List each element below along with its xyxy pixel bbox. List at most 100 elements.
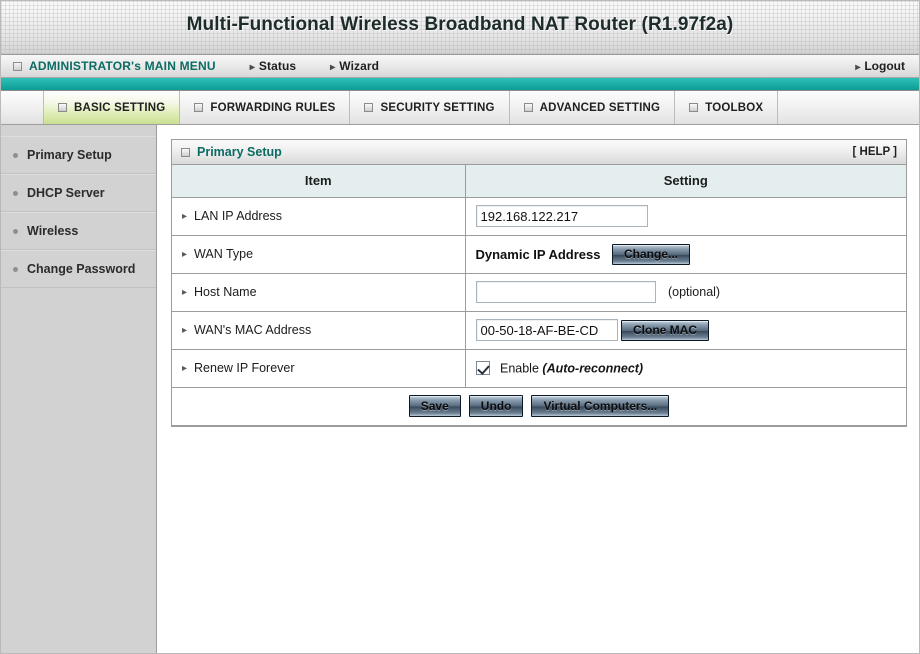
admin-main-menu-label: ADMINISTRATOR's MAIN MENU <box>29 59 216 73</box>
renew-ip-label-wrap: ▸ Renew IP Forever <box>182 361 455 375</box>
chevron-right-icon: ▸ <box>330 62 336 73</box>
menu-item-logout[interactable]: ▸Logout <box>855 59 905 73</box>
panel-square-icon <box>181 147 190 157</box>
sidebar-item-primary-setup[interactable]: Primary Setup <box>1 136 156 174</box>
row-label-cell: ▸ Renew IP Forever <box>172 349 466 388</box>
virtual-computers-button[interactable]: Virtual Computers... <box>531 395 670 417</box>
table-row-wan-type: ▸ WAN Type Dynamic IP Address Change... <box>172 235 906 274</box>
wan-mac-label: WAN's MAC Address <box>194 323 312 337</box>
tab-security-setting-label: SECURITY SETTING <box>380 101 495 114</box>
main-tab-bar: BASIC SETTING FORWARDING RULES SECURITY … <box>1 91 919 125</box>
content-area: Primary Setup [ HELP ] Item Setting <box>157 125 919 653</box>
lan-ip-label: LAN IP Address <box>194 209 283 223</box>
row-setting-cell: Clone MAC <box>465 311 906 350</box>
bullet-icon <box>13 190 18 196</box>
change-wan-type-button[interactable]: Change... <box>611 243 690 265</box>
form-actions: Save Undo Virtual Computers... <box>172 388 906 426</box>
sidebar-item-dhcp-server[interactable]: DHCP Server <box>1 174 156 212</box>
panel-title: Primary Setup <box>197 145 282 159</box>
menu-item-logout-label: Logout <box>864 59 905 73</box>
tab-advanced-setting[interactable]: ADVANCED SETTING <box>509 91 676 124</box>
wan-type-label-wrap: ▸ WAN Type <box>182 247 455 261</box>
primary-setup-panel: Primary Setup [ HELP ] Item Setting <box>171 139 907 427</box>
tab-toolbox-label: TOOLBOX <box>705 101 764 114</box>
table-header-row: Item Setting <box>172 165 906 198</box>
wan-type-value: Dynamic IP Address <box>475 246 601 262</box>
row-setting-cell: Dynamic IP Address Change... <box>465 235 906 274</box>
chevron-right-icon: ▸ <box>249 62 255 73</box>
tab-forwarding-rules[interactable]: FORWARDING RULES <box>180 91 351 124</box>
host-name-label-wrap: ▸ Host Name <box>182 285 455 299</box>
wan-mac-label-wrap: ▸ WAN's MAC Address <box>182 323 455 337</box>
sidebar-item-primary-setup-label: Primary Setup <box>27 148 112 162</box>
chevron-right-icon: ▸ <box>855 62 861 73</box>
bullet-icon <box>13 228 18 234</box>
column-header-item: Item <box>172 165 466 198</box>
app-banner: Multi-Functional Wireless Broadband NAT … <box>1 1 919 55</box>
table-row-renew-ip: ▸ Renew IP Forever Enable (Auto-reconnec… <box>172 349 906 388</box>
triangle-right-icon: ▸ <box>182 324 188 336</box>
save-button[interactable]: Save <box>408 395 461 417</box>
tab-bar-filler <box>778 91 919 124</box>
page-body: Primary Setup DHCP Server Wireless Chang… <box>1 125 919 653</box>
triangle-right-icon: ▸ <box>182 210 188 222</box>
sidebar-item-wireless-label: Wireless <box>27 224 79 238</box>
menu-item-status-label: Status <box>258 59 297 73</box>
row-label-cell: ▸ Host Name <box>172 273 466 312</box>
sidebar-item-change-password[interactable]: Change Password <box>1 250 156 288</box>
tab-toolbox[interactable]: TOOLBOX <box>675 91 779 124</box>
sidebar-item-change-password-label: Change Password <box>27 262 136 276</box>
triangle-right-icon: ▸ <box>182 362 188 374</box>
host-name-label: Host Name <box>194 285 257 299</box>
row-label-cell: ▸ WAN's MAC Address <box>172 311 466 350</box>
sidebar-nav: Primary Setup DHCP Server Wireless Chang… <box>1 125 157 653</box>
tab-square-icon <box>194 103 204 112</box>
tab-basic-setting[interactable]: BASIC SETTING <box>43 91 181 124</box>
lan-ip-label-wrap: ▸ LAN IP Address <box>182 209 455 223</box>
tab-square-icon <box>689 103 699 112</box>
top-menu-bar: ADMINISTRATOR's MAIN MENU ▸Status ▸Wizar… <box>1 55 919 78</box>
row-setting-cell <box>465 197 906 236</box>
renew-ip-auto-reconnect-text: (Auto-reconnect) <box>542 361 644 376</box>
menu-item-wizard[interactable]: ▸Wizard <box>330 59 379 73</box>
row-setting-cell: Enable (Auto-reconnect) <box>465 349 906 388</box>
tab-advanced-setting-label: ADVANCED SETTING <box>539 101 661 114</box>
clone-mac-button[interactable]: Clone MAC <box>620 319 709 341</box>
column-header-setting: Setting <box>465 165 906 198</box>
tab-square-icon <box>364 103 374 112</box>
bullet-icon <box>13 152 18 158</box>
table-row-host-name: ▸ Host Name (optional) <box>172 273 906 312</box>
menu-item-status[interactable]: ▸Status <box>250 59 296 73</box>
table-row-lan-ip: ▸ LAN IP Address <box>172 197 906 236</box>
tab-forwarding-rules-label: FORWARDING RULES <box>210 101 336 114</box>
host-name-input[interactable] <box>475 281 656 303</box>
undo-button[interactable]: Undo <box>468 395 524 417</box>
tab-security-setting[interactable]: SECURITY SETTING <box>350 91 510 124</box>
row-label-cell: ▸ WAN Type <box>172 235 466 274</box>
panel-header: Primary Setup [ HELP ] <box>172 140 906 165</box>
help-link[interactable]: [ HELP ] <box>852 146 897 158</box>
row-label-cell: ▸ LAN IP Address <box>172 197 466 236</box>
teal-divider <box>1 78 919 91</box>
renew-ip-label: Renew IP Forever <box>194 361 295 375</box>
page-title: Multi-Functional Wireless Broadband NAT … <box>186 14 734 35</box>
sidebar-item-wireless[interactable]: Wireless <box>1 212 156 250</box>
triangle-right-icon: ▸ <box>182 248 188 260</box>
bullet-icon <box>13 266 18 272</box>
wan-mac-input[interactable] <box>475 319 618 341</box>
renew-ip-checkbox-label: Enable (Auto-reconnect) <box>500 361 643 375</box>
renew-ip-enable-text: Enable <box>499 361 539 376</box>
table-row-wan-mac: ▸ WAN's MAC Address Clone MAC <box>172 311 906 350</box>
primary-setup-table: Item Setting ▸ LAN IP Address <box>172 165 906 388</box>
lan-ip-input[interactable] <box>475 205 648 227</box>
menu-square-icon <box>13 61 22 71</box>
tab-basic-setting-label: BASIC SETTING <box>74 101 166 114</box>
triangle-right-icon: ▸ <box>182 286 188 298</box>
wan-type-label: WAN Type <box>194 247 254 261</box>
renew-ip-checkbox[interactable] <box>475 361 490 376</box>
sidebar-item-dhcp-server-label: DHCP Server <box>27 186 105 200</box>
menu-item-wizard-label: Wizard <box>339 59 380 73</box>
host-name-optional-note: (optional) <box>667 285 721 299</box>
tab-square-icon <box>58 103 67 112</box>
